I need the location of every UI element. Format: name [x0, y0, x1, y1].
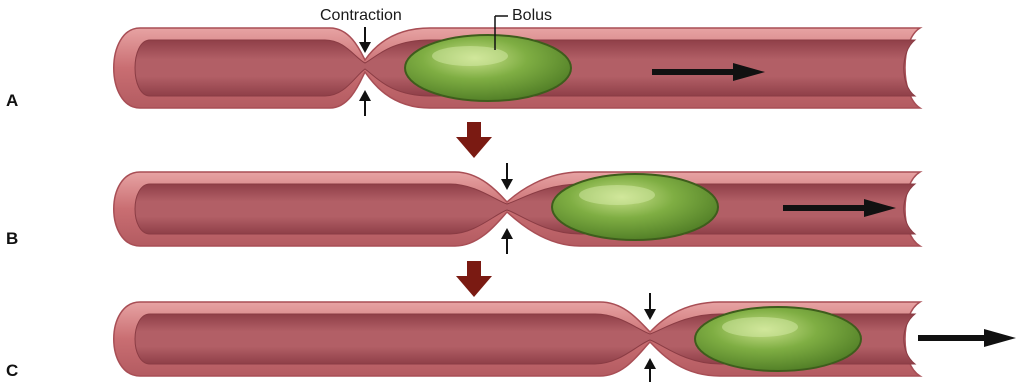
step-arrow-bc [456, 261, 492, 297]
stage-c: C [6, 293, 1016, 382]
step-arrow-ab [456, 122, 492, 158]
contraction-arrow-up [644, 358, 656, 382]
stage-a: Contraction Bolus A [6, 7, 920, 116]
contraction-arrow-down [644, 293, 656, 320]
bolus [405, 35, 571, 101]
direction-arrow [918, 329, 1016, 347]
bolus-highlight [722, 317, 798, 337]
bolus-highlight [579, 185, 655, 205]
contraction-label: Contraction [320, 7, 402, 24]
bolus-highlight [432, 46, 508, 66]
stage-label-b: B [6, 229, 18, 248]
bolus [695, 307, 861, 371]
stage-label-c: C [6, 361, 18, 380]
bolus [552, 174, 718, 240]
contraction-arrow-down [359, 27, 371, 53]
stage-b: B [6, 163, 920, 254]
contraction-arrow-up [501, 228, 513, 254]
stage-label-a: A [6, 91, 18, 110]
contraction-arrow-up [359, 90, 371, 116]
bolus-label: Bolus [512, 7, 552, 24]
contraction-arrow-down [501, 163, 513, 190]
